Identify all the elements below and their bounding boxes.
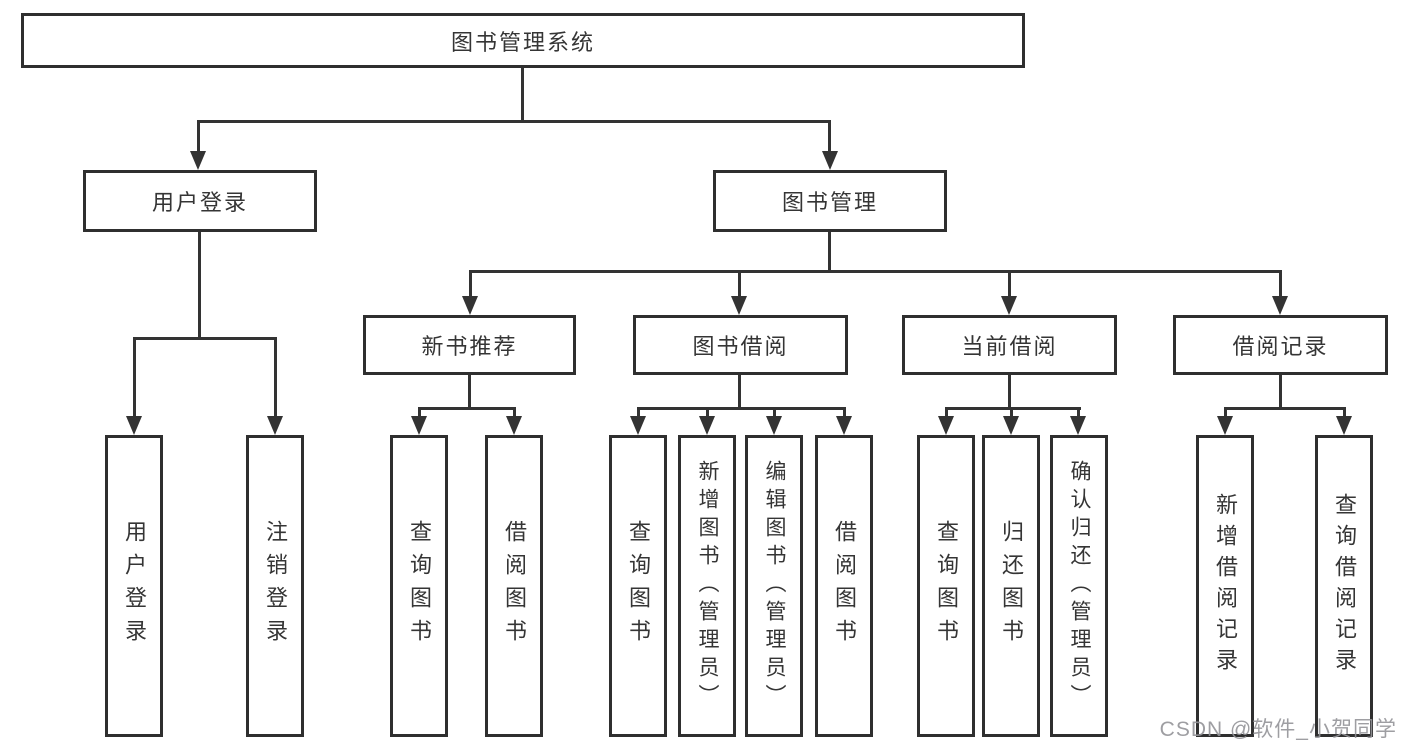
connector-line — [1279, 375, 1282, 407]
arrow-down-icon — [1001, 296, 1017, 315]
node-label: 查询图书 — [934, 520, 959, 652]
node-label: 借阅记录 — [1232, 334, 1329, 359]
node-label: 用户登录 — [151, 190, 248, 215]
connector-line — [1279, 270, 1282, 300]
node-book-borrowing: 图书借阅 — [633, 315, 848, 375]
csdn-watermark: CSDN @软件_小贺同学 — [1159, 718, 1397, 741]
connector-line — [1224, 407, 1227, 419]
arrow-down-icon — [822, 151, 838, 170]
arrow-down-icon — [836, 416, 852, 435]
connector-line — [197, 120, 831, 123]
node-label: 查询图书 — [407, 520, 432, 652]
connector-line — [843, 407, 846, 419]
connector-line — [828, 232, 831, 270]
arrow-down-icon — [267, 416, 283, 435]
connector-line — [1343, 407, 1346, 419]
node-label: 新增图书（管理员） — [696, 460, 719, 712]
connector-line — [469, 270, 472, 300]
arrow-down-icon — [411, 416, 427, 435]
node-label: 归还图书 — [999, 520, 1024, 652]
connector-line — [945, 407, 948, 419]
arrow-down-icon — [699, 416, 715, 435]
node-label: 借阅图书 — [832, 520, 857, 652]
node-label: 新增借阅记录 — [1213, 493, 1238, 679]
connector-line — [418, 407, 421, 419]
node-root-library-management-system: 图书管理系统 — [21, 13, 1025, 68]
leaf-query-books-current: 查询图书 — [917, 435, 975, 737]
connector-line — [521, 68, 524, 121]
connector-line — [1008, 270, 1011, 300]
arrow-down-icon — [938, 416, 954, 435]
node-label: 借阅图书 — [502, 520, 527, 652]
connector-line — [513, 407, 516, 419]
connector-line — [197, 120, 200, 156]
connector-line — [637, 407, 640, 419]
leaf-borrow-books-recommend: 借阅图书 — [485, 435, 543, 737]
node-label: 当前借阅 — [961, 334, 1058, 359]
arrow-down-icon — [1003, 416, 1019, 435]
leaf-add-borrow-record: 新增借阅记录 — [1196, 435, 1254, 737]
connector-line — [773, 407, 776, 419]
connector-line — [1010, 407, 1013, 419]
connector-line — [469, 270, 1282, 273]
node-label: 查询借阅记录 — [1332, 493, 1357, 679]
node-label: 图书管理系统 — [450, 29, 595, 55]
connector-line — [133, 337, 136, 419]
connector-line — [133, 337, 277, 340]
arrow-down-icon — [190, 151, 206, 170]
connector-line — [738, 270, 741, 300]
connector-line — [828, 120, 831, 156]
leaf-add-books-admin: 新增图书（管理员） — [678, 435, 736, 737]
node-label: 确认归还（管理员） — [1068, 460, 1091, 712]
node-user-login: 用户登录 — [83, 170, 317, 232]
connector-line — [274, 337, 277, 419]
arrow-down-icon — [126, 416, 142, 435]
leaf-query-books-borrowing: 查询图书 — [609, 435, 667, 737]
connector-line — [468, 375, 471, 407]
node-current-borrowing: 当前借阅 — [902, 315, 1117, 375]
arrow-down-icon — [766, 416, 782, 435]
node-new-book-recommendation: 新书推荐 — [363, 315, 576, 375]
connector-line — [198, 232, 201, 337]
arrow-down-icon — [1272, 296, 1288, 315]
arrow-down-icon — [1336, 416, 1352, 435]
leaf-borrow-books-borrowing: 借阅图书 — [815, 435, 873, 737]
arrow-down-icon — [731, 296, 747, 315]
node-label: 查询图书 — [626, 520, 651, 652]
leaf-edit-books-admin: 编辑图书（管理员） — [745, 435, 803, 737]
connector-line — [418, 407, 516, 410]
leaf-confirm-return-admin: 确认归还（管理员） — [1050, 435, 1108, 737]
arrow-down-icon — [506, 416, 522, 435]
arrow-down-icon — [462, 296, 478, 315]
connector-line — [1008, 375, 1011, 407]
leaf-return-books: 归还图书 — [982, 435, 1040, 737]
node-label: 新书推荐 — [421, 334, 518, 359]
connector-line — [706, 407, 709, 419]
node-borrowing-records: 借阅记录 — [1173, 315, 1388, 375]
connector-line — [637, 407, 846, 410]
node-label: 用户登录 — [122, 520, 147, 652]
arrow-down-icon — [1217, 416, 1233, 435]
node-label: 编辑图书（管理员） — [763, 460, 786, 712]
connector-line — [1077, 407, 1080, 419]
arrow-down-icon — [1070, 416, 1086, 435]
node-label: 图书借阅 — [692, 334, 789, 359]
connector-line — [1224, 407, 1346, 410]
leaf-logout: 注销登录 — [246, 435, 304, 737]
node-label: 注销登录 — [263, 520, 288, 652]
arrow-down-icon — [630, 416, 646, 435]
leaf-query-borrow-record: 查询借阅记录 — [1315, 435, 1373, 737]
connector-line — [738, 375, 741, 407]
node-book-management: 图书管理 — [713, 170, 947, 232]
connector-line — [945, 407, 1081, 410]
node-label: 图书管理 — [781, 190, 878, 215]
leaf-query-books-recommend: 查询图书 — [390, 435, 448, 737]
leaf-user-login: 用户登录 — [105, 435, 163, 737]
